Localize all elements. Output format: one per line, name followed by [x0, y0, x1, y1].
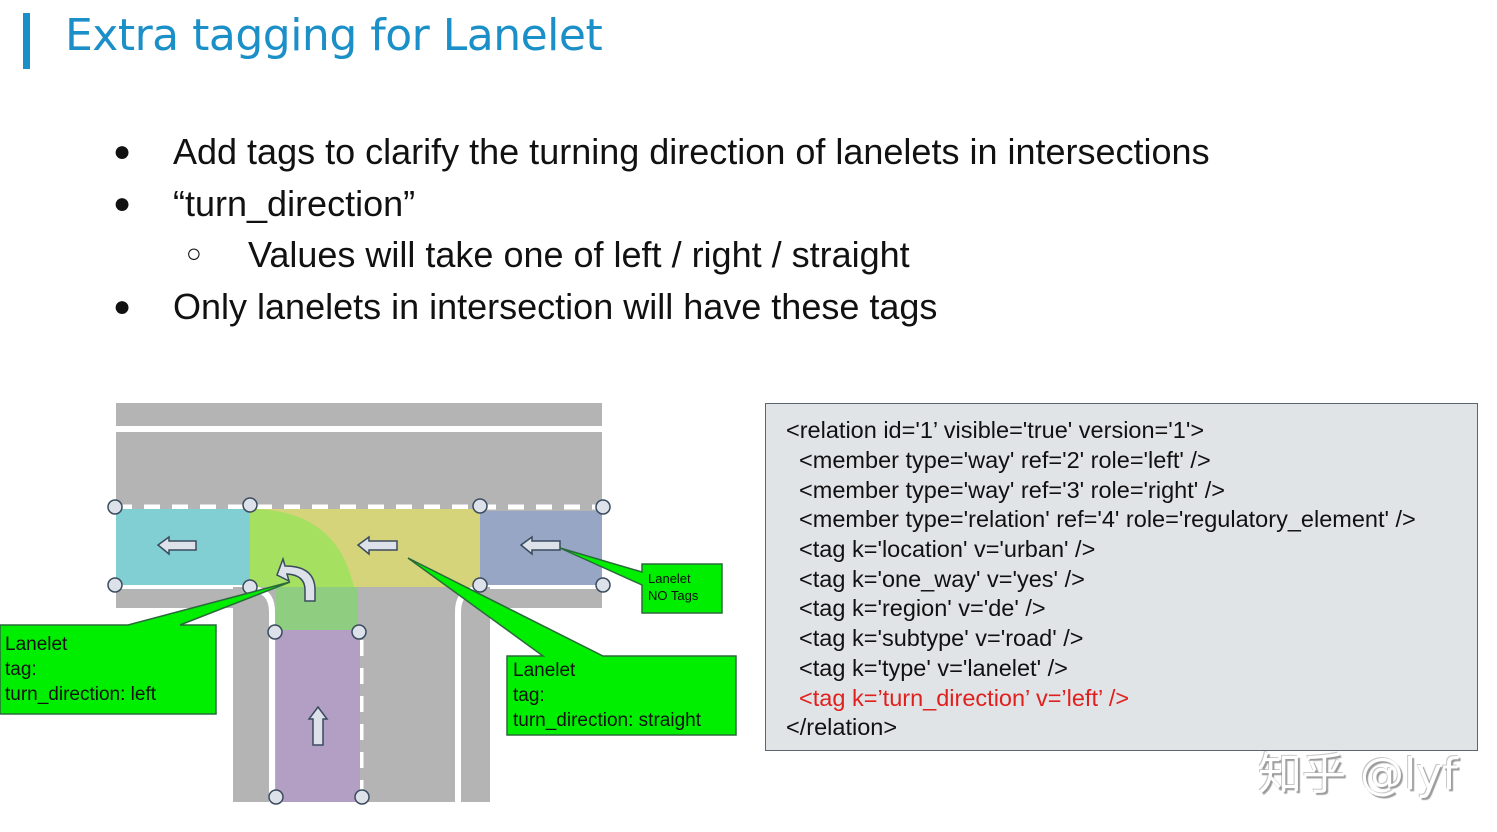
bullet-text: “turn_direction”: [173, 183, 416, 224]
sub-bullet-marker: ○: [186, 238, 202, 268]
code-line: <tag k='subtype' v='road' />: [786, 625, 1084, 651]
callout-line: NO Tags: [648, 588, 699, 603]
callout-line: turn_direction: straight: [513, 710, 702, 731]
code-line-highlighted: <tag k=’turn_direction’ v=’left’ />: [786, 685, 1130, 711]
arrow-up-icon: [307, 705, 329, 746]
lanelet-nodes: [107, 497, 611, 805]
callout-line: turn_direction: left: [5, 684, 157, 705]
bullet-marker: ●: [113, 290, 132, 323]
lanelet-left-turn-lower: [276, 587, 358, 630]
bullet-item: ● Only lanelets in intersection will hav…: [113, 286, 938, 327]
arrow-left-icon: [356, 535, 398, 556]
direction-arrows: [156, 535, 561, 746]
code-line: <relation id='1’ visible='true' version=…: [786, 417, 1205, 443]
callout-line: Lanelet: [5, 634, 68, 655]
callout-line: Lanelet: [648, 571, 691, 586]
callout-straight: Lanelet tag: turn_direction: straight: [407, 557, 737, 736]
bullet-text: Only lanelets in intersection will have …: [173, 286, 938, 327]
code-line: <member type='relation' ref='4' role='re…: [786, 506, 1416, 532]
callout-turn-left: Lanelet tag: turn_direction: left: [0, 581, 291, 715]
arrow-left-icon: [519, 535, 561, 556]
code-line: <tag k='location' v='urban' />: [786, 536, 1096, 562]
arrow-turn-left-icon: [276, 556, 316, 602]
code-line: <member type='way' ref='2' role='left' /…: [786, 447, 1211, 473]
bullet-marker: ●: [113, 187, 132, 220]
bullet-item: ● Add tags to clarify the turning direct…: [113, 131, 1210, 172]
sub-bullet-item: ○ Values will take one of left / right /…: [186, 234, 910, 275]
watermark: 知乎 @lyf: [1258, 749, 1458, 800]
code-line: <member type='way' ref='3' role='right' …: [786, 477, 1226, 503]
intersection-diagram: Lanelet tag: turn_direction: left Lanele…: [0, 403, 737, 805]
code-line: </relation>: [786, 714, 898, 740]
callout-no-tags: Lanelet NO Tags: [559, 547, 723, 614]
xml-code-box: <relation id='1’ visible='true' version=…: [765, 403, 1478, 751]
callout-line: tag:: [513, 685, 545, 706]
code-line: <tag k='one_way' v='yes' />: [786, 566, 1085, 592]
slide-title: Extra tagging for Lanelet: [65, 10, 603, 61]
callout-line: Lanelet: [513, 660, 576, 681]
code-line: <tag k='type' v='lanelet' />: [786, 655, 1068, 681]
bullet-text: Add tags to clarify the turning directio…: [173, 131, 1210, 172]
arrow-left-icon: [156, 535, 197, 556]
bullet-marker: ●: [113, 135, 132, 168]
code-line: <tag k='region' v='de' />: [786, 595, 1046, 621]
title-accent-bar: [23, 13, 30, 69]
bullet-item: ● “turn_direction”: [113, 183, 416, 224]
bullet-text: Values will take one of left / right / s…: [248, 234, 910, 275]
road-edge-line: [116, 426, 602, 432]
callout-line: tag:: [5, 659, 37, 680]
